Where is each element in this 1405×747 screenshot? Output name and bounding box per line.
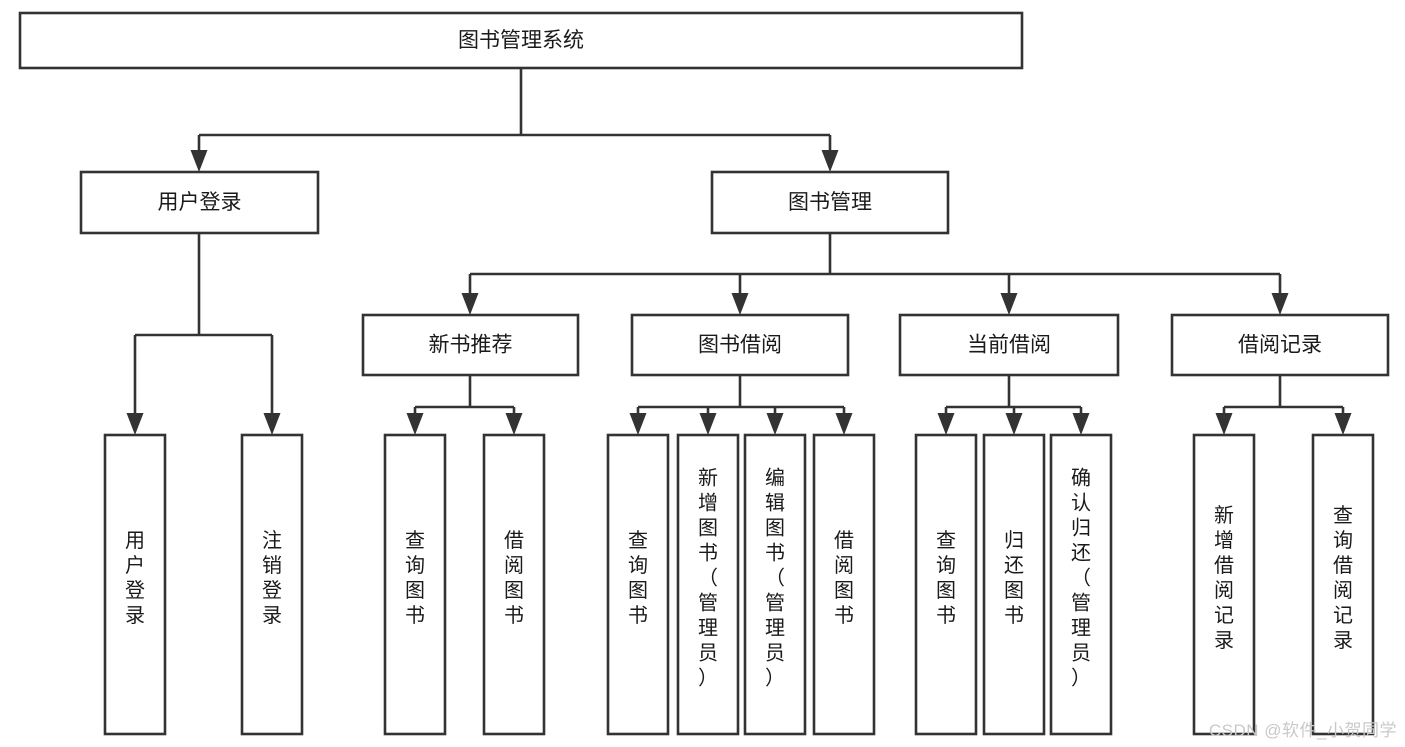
node-box[interactable]: [1049, 433, 1113, 736]
node-leaf-query-book-3[interactable]: 查询图书: [914, 433, 978, 736]
node-box[interactable]: [630, 313, 850, 377]
node-label: 图书管理: [788, 191, 872, 214]
node-box[interactable]: [606, 433, 670, 736]
node-label: 借阅记录: [1238, 334, 1322, 357]
node-label: 借阅图书: [834, 529, 854, 627]
node-box[interactable]: [710, 170, 950, 235]
arrow-head-icon: [461, 293, 479, 315]
connector-group: [461, 233, 1289, 315]
arrow-head-icon: [766, 413, 784, 435]
node-box[interactable]: [482, 433, 546, 736]
node-box[interactable]: [982, 433, 1046, 736]
node-label: 借阅图书: [504, 529, 524, 627]
node-label: 注销登录: [262, 529, 282, 627]
arrow-head-icon: [629, 413, 647, 435]
node-leaf-borrow-book-1[interactable]: 借阅图书: [482, 433, 546, 736]
node-label: 用户登录: [158, 191, 242, 214]
node-box[interactable]: [898, 313, 1120, 377]
node-leaf-logout[interactable]: 注销登录: [240, 433, 304, 736]
connector-group: [126, 233, 281, 435]
node-user-login[interactable]: 用户登录: [79, 170, 320, 235]
connector-layer: [126, 68, 1352, 435]
node-label: 编辑图书（管理员）: [765, 467, 785, 690]
connector-group: [937, 375, 1090, 435]
node-new-book-rec[interactable]: 新书推荐: [361, 313, 580, 377]
node-label: 确认归还（管理员）: [1071, 467, 1091, 690]
node-box[interactable]: [1192, 433, 1256, 736]
node-label: 新增图书（管理员）: [698, 467, 718, 690]
connector-group: [629, 375, 853, 435]
node-label: 查询图书: [628, 529, 648, 627]
node-leaf-return-book[interactable]: 归还图书: [982, 433, 1046, 736]
node-box[interactable]: [914, 433, 978, 736]
node-label: 归还图书: [1004, 529, 1024, 627]
node-box[interactable]: [1311, 433, 1375, 736]
arrow-head-icon: [1000, 293, 1018, 315]
arrow-head-icon: [1271, 293, 1289, 315]
node-box[interactable]: [812, 433, 876, 736]
node-borrow-record[interactable]: 借阅记录: [1170, 313, 1390, 377]
node-box[interactable]: [743, 433, 807, 736]
node-box[interactable]: [240, 433, 304, 736]
node-leaf-query-book-1[interactable]: 查询图书: [383, 433, 447, 736]
connector-group: [1215, 375, 1352, 435]
node-leaf-query-record[interactable]: 查询借阅记录: [1311, 433, 1375, 736]
arrow-head-icon: [821, 150, 839, 172]
arrow-head-icon: [731, 293, 749, 315]
connector-group: [190, 68, 839, 172]
node-box[interactable]: [383, 433, 447, 736]
node-box[interactable]: [103, 433, 167, 736]
node-leaf-confirm-return[interactable]: 确认归还（管理员）: [1049, 433, 1113, 736]
node-leaf-edit-book[interactable]: 编辑图书（管理员）: [743, 433, 807, 736]
node-leaf-query-book-2[interactable]: 查询图书: [606, 433, 670, 736]
arrow-head-icon: [126, 413, 144, 435]
arrow-head-icon: [406, 413, 424, 435]
arrow-head-icon: [937, 413, 955, 435]
connector-group: [406, 375, 523, 435]
node-label: 用户登录: [125, 530, 145, 627]
arrow-head-icon: [699, 413, 717, 435]
node-label: 查询借阅记录: [1333, 504, 1353, 652]
node-box[interactable]: [79, 170, 320, 235]
node-box[interactable]: [676, 433, 740, 736]
node-box[interactable]: [361, 313, 580, 377]
arrow-head-icon: [505, 413, 523, 435]
arrow-head-icon: [835, 413, 853, 435]
arrow-head-icon: [190, 150, 208, 172]
node-label: 查询图书: [936, 529, 956, 627]
node-label: 图书管理系统: [458, 29, 584, 52]
node-layer: 图书管理系统用户登录图书管理新书推荐图书借阅当前借阅借阅记录用户登录注销登录查询…: [18, 11, 1390, 736]
node-box[interactable]: [1170, 313, 1390, 377]
node-leaf-add-record[interactable]: 新增借阅记录: [1192, 433, 1256, 736]
node-label: 当前借阅: [967, 334, 1051, 357]
arrow-head-icon: [263, 413, 281, 435]
node-leaf-user-login[interactable]: 用户登录: [103, 433, 167, 736]
arrow-head-icon: [1005, 413, 1023, 435]
arrow-head-icon: [1215, 413, 1233, 435]
node-book-borrow[interactable]: 图书借阅: [630, 313, 850, 377]
node-label: 图书借阅: [698, 334, 782, 357]
arrow-head-icon: [1334, 413, 1352, 435]
arrow-head-icon: [1072, 413, 1090, 435]
node-current-borrow[interactable]: 当前借阅: [898, 313, 1120, 377]
node-label: 查询图书: [405, 529, 425, 627]
node-leaf-add-book[interactable]: 新增图书（管理员）: [676, 433, 740, 736]
node-label: 新书推荐: [429, 334, 513, 357]
node-book-manage[interactable]: 图书管理: [710, 170, 950, 235]
node-leaf-borrow-book-2[interactable]: 借阅图书: [812, 433, 876, 736]
node-box[interactable]: [18, 11, 1024, 70]
node-label: 新增借阅记录: [1214, 504, 1234, 652]
node-root[interactable]: 图书管理系统: [18, 11, 1024, 70]
